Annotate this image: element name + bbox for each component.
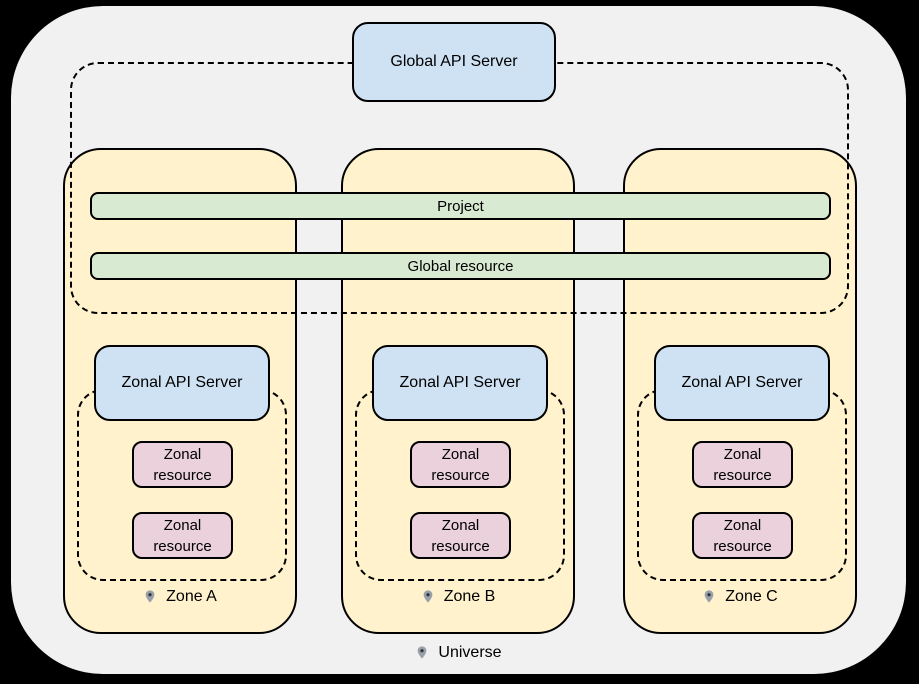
zone-name: Zone C: [725, 587, 778, 605]
project-bar-label: Project: [437, 197, 484, 215]
project-bar: Project: [90, 192, 831, 220]
zonal-resource-label: Zonal resource: [153, 445, 212, 484]
zonal-resource-label: Zonal resource: [713, 516, 772, 555]
zone-a-zonal-api-server-box: Zonal API Server: [94, 345, 270, 421]
zone-c-zonal-api-server-box: Zonal API Server: [654, 345, 830, 421]
zone-a-zonal-resource-box-1: Zonal resource: [132, 441, 233, 488]
zone-b-zonal-api-server-box: Zonal API Server: [372, 345, 548, 421]
map-pin-icon: [418, 646, 427, 659]
global-api-server-box: Global API Server: [352, 22, 556, 102]
zone-b-container: Zonal API Server Zonal resource Zonal re…: [341, 148, 575, 634]
zone-b-zonal-resource-box-1: Zonal resource: [410, 441, 511, 488]
zonal-resource-label: Zonal resource: [431, 445, 490, 484]
universe-label: Universe: [11, 643, 906, 662]
zone-name: Zone A: [166, 587, 217, 605]
zone-b-label: Zone B: [343, 587, 573, 606]
universe-name: Universe: [438, 643, 502, 661]
zonal-resource-label: Zonal resource: [431, 516, 490, 555]
zonal-resource-label: Zonal resource: [713, 445, 772, 484]
zonal-api-server-label: Zonal API Server: [681, 374, 803, 391]
zone-c-container: Zonal API Server Zonal resource Zonal re…: [623, 148, 857, 634]
map-pin-icon: [423, 590, 433, 603]
zone-c-label: Zone C: [625, 587, 855, 606]
universe-container: Zonal API Server Zonal resource Zonal re…: [11, 6, 906, 674]
zone-c-zonal-resource-box-2: Zonal resource: [692, 512, 793, 559]
global-api-server-label: Global API Server: [390, 53, 518, 70]
zone-a-container: Zonal API Server Zonal resource Zonal re…: [63, 148, 297, 634]
map-pin-icon: [145, 590, 155, 603]
zone-a-label: Zone A: [65, 587, 295, 606]
global-resource-bar-label: Global resource: [407, 257, 514, 275]
map-pin-icon: [704, 590, 714, 603]
zonal-api-server-label: Zonal API Server: [399, 374, 521, 391]
zonal-resource-label: Zonal resource: [153, 516, 212, 555]
zone-name: Zone B: [443, 587, 496, 605]
zone-c-zonal-resource-box-1: Zonal resource: [692, 441, 793, 488]
global-resource-bar: Global resource: [90, 252, 831, 280]
zone-b-zonal-resource-box-2: Zonal resource: [410, 512, 511, 559]
zone-a-zonal-resource-box-2: Zonal resource: [132, 512, 233, 559]
zonal-api-server-label: Zonal API Server: [121, 374, 243, 391]
